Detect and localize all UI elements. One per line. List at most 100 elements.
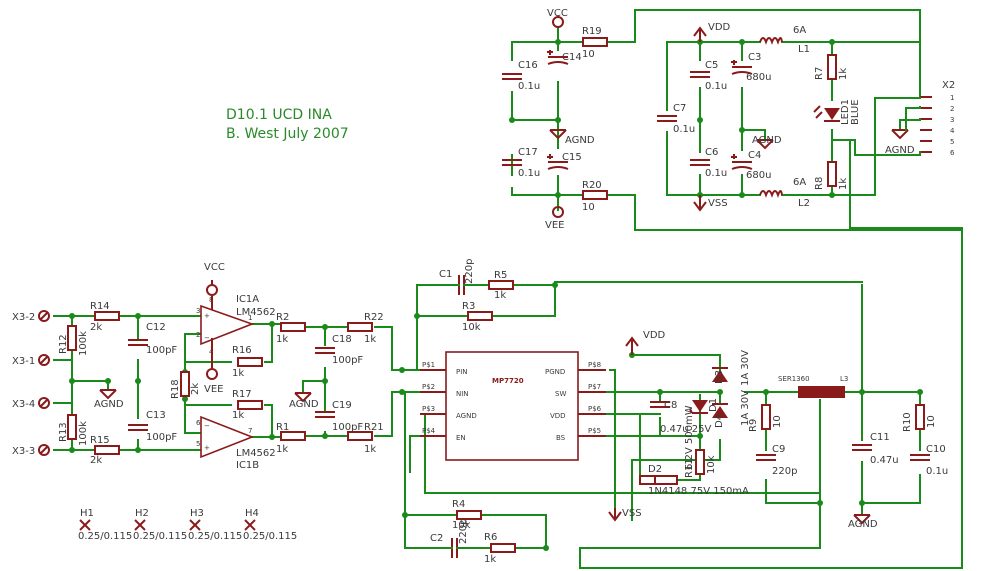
resistor-value: 1k xyxy=(232,410,244,421)
capacitor-c11 xyxy=(852,444,872,451)
resistor-r5 xyxy=(488,280,514,290)
svg-text:7: 7 xyxy=(248,427,252,435)
resistor-r20 xyxy=(582,190,608,200)
led-value: BLUE xyxy=(850,99,861,125)
diode-d3 xyxy=(712,367,728,382)
resistor-value: 2k xyxy=(190,383,201,395)
x2-pin-number: 5 xyxy=(950,138,954,146)
resistor-r15 xyxy=(94,445,120,455)
hole-value: 0.25/0.115 xyxy=(188,531,242,542)
svg-text:+: + xyxy=(204,312,210,320)
ic-pin-label: AGND xyxy=(456,412,477,420)
hole-name: H3 xyxy=(190,508,204,519)
capacitor-name: C2 xyxy=(430,533,443,544)
resistor-r7 xyxy=(827,54,837,80)
vss-arrow xyxy=(608,508,622,522)
opamp-value: LM4562 xyxy=(236,307,276,318)
x2-pin-number: 6 xyxy=(950,149,955,157)
resistor-r8 xyxy=(827,161,837,187)
svg-text:6: 6 xyxy=(196,419,201,427)
opamp-ic1a: +− 321 84 xyxy=(196,296,255,368)
ic-pin-label: VDD xyxy=(550,412,566,420)
resistor-name: R20 xyxy=(582,180,602,191)
ic-pad-label: P$8 xyxy=(588,361,601,369)
resistor-r12 xyxy=(67,325,77,351)
resistor-name: R21 xyxy=(364,422,384,433)
diodes xyxy=(654,105,840,485)
x2-pin-number: 1 xyxy=(950,94,954,102)
inductor-l1 xyxy=(759,37,783,45)
capacitor-name: C14 xyxy=(562,52,582,63)
agnd-symbol xyxy=(853,514,871,525)
capacitor-name: C19 xyxy=(332,400,352,411)
agnd-symbol xyxy=(294,392,312,403)
led-name: LED1 xyxy=(840,99,851,125)
inductor-name: L3 xyxy=(840,375,848,383)
connector-x3-1-pin xyxy=(38,354,50,366)
hole-name: H4 xyxy=(245,508,259,519)
resistor-name: R19 xyxy=(582,26,602,37)
capacitor-value: 0.47u 25V xyxy=(660,424,712,435)
opamp-ic1b: −+ 657 xyxy=(196,415,255,459)
component-labels: IC1A LM4562 LM4562 IC1B R14 2k R15 2k R1… xyxy=(58,25,948,565)
svg-text:1: 1 xyxy=(248,314,252,322)
resistor-r10 xyxy=(915,404,925,430)
capacitor-value: 220p xyxy=(772,466,797,477)
capacitor-name: C3 xyxy=(748,52,761,63)
ic-pin-label: BS xyxy=(556,434,566,442)
capacitor-name: C5 xyxy=(705,60,718,71)
hole-value: 0.25/0.115 xyxy=(133,531,187,542)
resistor-name: R12 xyxy=(58,334,69,354)
capacitor-c9 xyxy=(756,454,776,461)
capacitor-c3 xyxy=(731,60,753,75)
vdd-arrow xyxy=(625,336,639,355)
ic-pad-label: P$3 xyxy=(422,405,435,413)
capacitor-name: C10 xyxy=(926,444,946,455)
resistor-name: R5 xyxy=(494,270,507,281)
resistor-r14 xyxy=(94,311,120,321)
ic-pin-label: PGND xyxy=(545,368,565,376)
inductors xyxy=(759,37,845,398)
svg-text:−: − xyxy=(204,334,210,342)
vee-terminal xyxy=(552,206,564,218)
connector-x3-3-pin xyxy=(38,444,50,456)
capacitor-c6 xyxy=(690,159,710,166)
agnd-label: AGND xyxy=(848,519,878,530)
resistor-value: 2k xyxy=(90,455,102,466)
resistor-r9 xyxy=(761,404,771,430)
vcc-label: VCC xyxy=(547,8,568,19)
capacitor-c16 xyxy=(502,73,522,80)
title-block: D10.1 UCD INA B. West July 2007 xyxy=(226,107,349,142)
mounting-holes: H1 H2 H3 H4 0.25/0.115 0.25/0.115 0.25/0… xyxy=(78,508,297,542)
vdd-label: VDD xyxy=(643,330,666,341)
resistor-r22 xyxy=(347,322,373,332)
resistor-r11 xyxy=(695,449,705,475)
hole-h3 xyxy=(189,519,201,531)
diode-name: D1 xyxy=(708,398,719,412)
capacitor-value: 0.47u xyxy=(870,455,899,466)
capacitor-c18 xyxy=(315,347,335,354)
vcc-terminal xyxy=(552,16,564,28)
diode-value: 1A 30V xyxy=(740,390,751,426)
diode-value: 6.2V 500mW xyxy=(684,405,695,470)
resistor-value: 2k xyxy=(90,322,102,333)
ic-left-pin-leads xyxy=(420,369,606,437)
vdd-label: VDD xyxy=(708,22,731,33)
agnd-symbol xyxy=(549,129,567,140)
resistor-value: 10k xyxy=(706,455,717,474)
title-line-2: B. West July 2007 xyxy=(226,126,349,142)
capacitor-c2 xyxy=(446,538,471,558)
resistor-name: R14 xyxy=(90,301,110,312)
title-line-1: D10.1 UCD INA xyxy=(226,107,332,123)
resistor-name: R6 xyxy=(484,532,497,543)
vcc-label: VCC xyxy=(204,262,225,273)
capacitor-name: C8 xyxy=(664,400,677,411)
svg-text:+: + xyxy=(204,444,210,452)
ic-pad-label: P$7 xyxy=(588,383,601,391)
resistor-value: 10k xyxy=(462,322,481,333)
resistor-value: 1k xyxy=(494,290,506,301)
resistor-name: R7 xyxy=(814,67,825,80)
resistor-name: R10 xyxy=(902,412,913,432)
ic-name: MP7720 xyxy=(492,377,524,385)
capacitor-c5 xyxy=(690,71,710,78)
